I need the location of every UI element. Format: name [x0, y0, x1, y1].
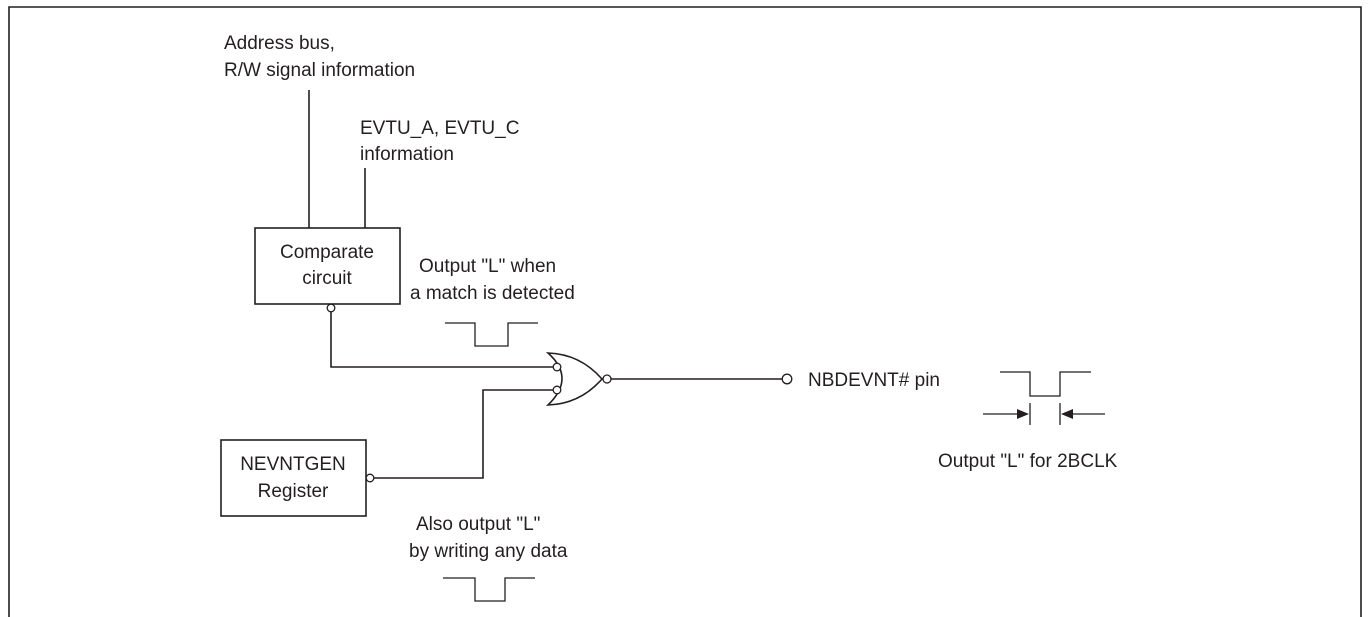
pin-label: NBDEVNT# pin — [808, 370, 940, 391]
pulse-width-arrowhead-right — [1061, 409, 1073, 419]
gate-output-bubble — [602, 374, 612, 384]
pulse-width-note: Output "L" for 2BCLK — [938, 451, 1118, 472]
evtu-label-line2: information — [360, 144, 454, 165]
match-note-line2: a match is detected — [410, 283, 575, 304]
comparate-circuit-box — [254, 227, 401, 305]
match-pulse-waveform — [445, 322, 538, 347]
output-pulse-waveform — [1000, 371, 1091, 397]
figure-frame — [8, 6, 1362, 617]
address-bus-label-line1: Address bus, — [224, 33, 335, 54]
address-bus-label-line2: R/W signal information — [224, 60, 415, 81]
nevntgen-to-gate-wire — [374, 389, 553, 479]
pin-terminal — [781, 373, 793, 385]
comparate-label-line1: Comparate — [280, 242, 374, 263]
nevntgen-register-box — [220, 439, 367, 517]
evtu-label-line1: EVTU_A, EVTU_C — [360, 118, 519, 139]
pulse-width-arrowhead-left — [1017, 409, 1029, 419]
write-pulse-waveform — [443, 577, 535, 602]
write-note-line1: Also output "L" — [416, 514, 540, 535]
nevntgen-output-bubble — [365, 473, 375, 483]
nevntgen-label-line1: NEVNTGEN — [240, 454, 346, 475]
nevntgen-label-line2: Register — [258, 481, 329, 502]
gate-input-1-bubble — [552, 362, 562, 372]
comparate-to-gate-wire — [330, 312, 553, 368]
write-note-line2: by writing any data — [409, 541, 568, 562]
gate-input-2-bubble — [552, 385, 562, 395]
or-gate — [545, 352, 604, 406]
match-note-line1: Output "L" when — [419, 256, 556, 277]
comparate-label-line2: circuit — [302, 268, 352, 289]
comparate-output-bubble — [326, 303, 336, 313]
